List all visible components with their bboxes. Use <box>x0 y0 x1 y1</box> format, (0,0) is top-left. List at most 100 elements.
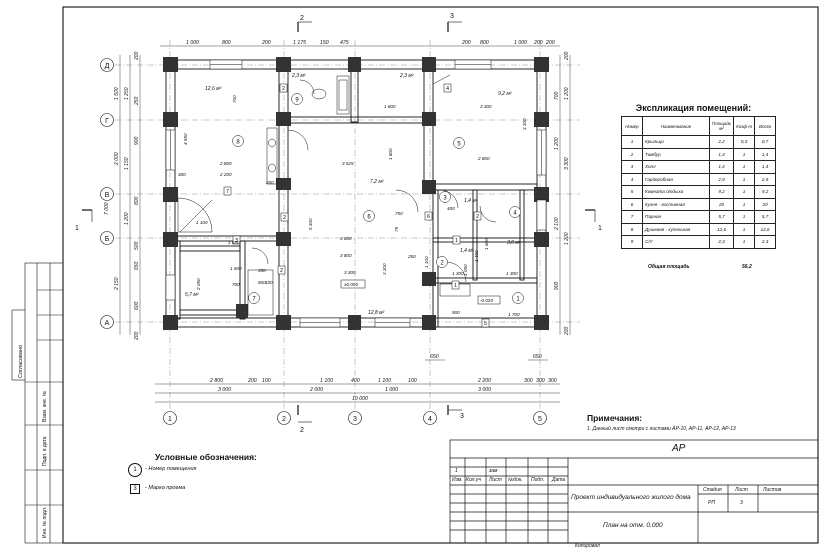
opening-mark-2b: 2 <box>283 215 286 221</box>
opening-mark-2d: 2 <box>280 268 283 274</box>
inner-dim-20: 1 500 <box>230 266 242 271</box>
windows <box>165 59 547 328</box>
side-stamp-agreed: Согласовано <box>18 345 24 378</box>
inner-dim-5: 1 800 <box>388 148 393 160</box>
table-cell: 1 <box>733 147 756 161</box>
table-cell: 2,3 <box>754 235 777 249</box>
table-cell: 4 <box>621 172 643 186</box>
dim-bot-r1-7: 2 200 <box>477 378 491 384</box>
table-cell: 5,7 <box>708 210 735 224</box>
dim-top-5: 800 <box>480 40 489 46</box>
opening-mark-4a: 4 <box>446 86 449 92</box>
dim-bot-r2-2: 1 000 <box>385 387 398 393</box>
stamp-project: Проект индивидуального жилого дома <box>571 494 691 501</box>
inner-dim-22: 800 <box>258 280 266 285</box>
table-cell: 9,2 <box>754 185 777 199</box>
axis-col-1: 1 <box>168 416 172 423</box>
row-axis-bubbles: Д Г В Б А <box>100 58 114 329</box>
table-header: Всего <box>754 116 777 136</box>
opening-mark-1a: 1 <box>455 238 458 244</box>
table-cell: 1 <box>733 172 756 186</box>
section-mark-2-bottom: 2 <box>300 427 304 434</box>
doors <box>251 74 497 283</box>
table-cell: 1,4 <box>708 147 735 161</box>
dim-right-1: 3 300 <box>564 157 570 170</box>
inner-dim-16: 900 <box>452 310 460 315</box>
room-5-area: 9,2 м² <box>498 91 512 97</box>
room-numbers: 8 9 5 6 7 3 4 2 1 <box>232 93 524 304</box>
table-cell: Душевая - купельная <box>642 222 710 236</box>
dim-right-2: 1 200 <box>564 232 570 245</box>
inner-dim-21: 350 <box>258 268 266 273</box>
side-stamp-sign: Подп. и дата <box>42 436 48 466</box>
inner-dim-13: 1 300 <box>506 271 518 276</box>
inner-dim-10: 3 300 <box>480 104 492 109</box>
dim-bot-r1-0: 2 800 <box>209 378 223 384</box>
inner-dim-29: 200 <box>265 180 274 185</box>
explication-title: Экспликация помещений: <box>635 103 752 113</box>
dim-bot-r1-9: 300 <box>536 378 545 384</box>
room-4-area: 3,0 м² <box>507 240 521 246</box>
stamp-code: АР <box>672 443 686 454</box>
inner-dim-25: 750 <box>395 211 403 216</box>
section-mark-1-left: 1 <box>75 225 79 232</box>
stamp-stage: РП <box>708 500 715 506</box>
opening-mark-3a: 3 <box>235 238 238 244</box>
right-dimensions: 1 200 3 300 1 200 2 100 900 1 200 700 20… <box>554 51 570 336</box>
room-number-8: 8 <box>236 140 240 146</box>
table-cell: 3 <box>621 160 643 174</box>
stamp-sheet-title: План на отм. 0.000 <box>603 522 663 529</box>
room-number-2: 2 <box>440 261 444 267</box>
dim-left-2: 2 000 <box>114 152 120 166</box>
sheet-frame <box>62 6 819 544</box>
axis-row-Б: Б <box>105 236 110 243</box>
table-row: 2 Тамбур 1,4 1 1,4 <box>621 147 777 161</box>
dim-left-10: 650 <box>134 261 140 270</box>
axis-col-2: 2 <box>282 416 286 423</box>
dim-bot-r1-1: 200 <box>247 378 257 384</box>
table-cell: 1 <box>733 160 756 174</box>
total-area-label: Общая площадь <box>648 264 690 270</box>
room-3-area: 1,4 м² <box>464 198 478 204</box>
notes-title: Примечания: <box>587 413 643 423</box>
axis-row-В: В <box>105 192 110 199</box>
opening-mark-6a: 6 <box>427 214 430 220</box>
dim-top-9: 200 <box>461 40 471 46</box>
legend-room-symbol: 1 <box>128 463 142 477</box>
table-row: 1 Крыльцо 2,2 0,3 0,7 <box>621 135 777 149</box>
inner-dim-11: 3 300 <box>344 270 356 275</box>
dim-right-4: 900 <box>554 281 560 290</box>
dim-left-0: 1 500 <box>114 87 120 100</box>
dim-top-6: 1 000 <box>514 40 527 46</box>
inner-dim-18: 1 600 <box>484 238 489 250</box>
room-number-3: 3 <box>443 196 447 202</box>
table-cell: 1 <box>733 197 756 211</box>
table-row: 4 Гардеробная 2,9 1 2,9 <box>621 172 777 186</box>
inner-dim-3: 3 525 <box>342 161 354 166</box>
room-9-area: 2,3 м² <box>291 73 306 79</box>
table-cell: 7 <box>621 210 643 224</box>
dim-top-3: 150 <box>320 40 329 46</box>
column-axis-bubbles: 1 2 3 4 5 <box>163 411 547 425</box>
inner-dim-8: 3 300 <box>382 263 387 275</box>
table-row: 7 Парная 5,7 1 5,7 <box>621 210 777 224</box>
axis-col-5: 5 <box>538 416 542 423</box>
table-cell: 1,4 <box>754 160 777 174</box>
side-stamp-replace: Взам. инв. № <box>42 391 48 422</box>
inner-dim-28: 100 <box>265 280 273 285</box>
inner-dim-24: 1 100 <box>196 220 208 225</box>
dim-right-0: 1 200 <box>564 87 570 100</box>
dim-left-11: 500 <box>134 241 140 250</box>
dim-bot-r1-8: 300 <box>524 378 533 384</box>
inner-dim-35: 3 800 <box>340 236 352 241</box>
side-stamp-inv: Инв. № подл. <box>42 507 48 538</box>
stamp-header: Дата <box>552 477 566 483</box>
notes-text: 1. Данный лист смотри с листами АР-10, А… <box>587 426 736 432</box>
legend-opening-text: - Марка проема <box>145 485 186 491</box>
dim-bot-r1-3: 1 100 <box>320 378 333 384</box>
dim-top-2: 1 175 <box>293 40 306 46</box>
stamp-copied: Копировал <box>575 543 600 549</box>
table-cell: 0,7 <box>754 135 777 149</box>
